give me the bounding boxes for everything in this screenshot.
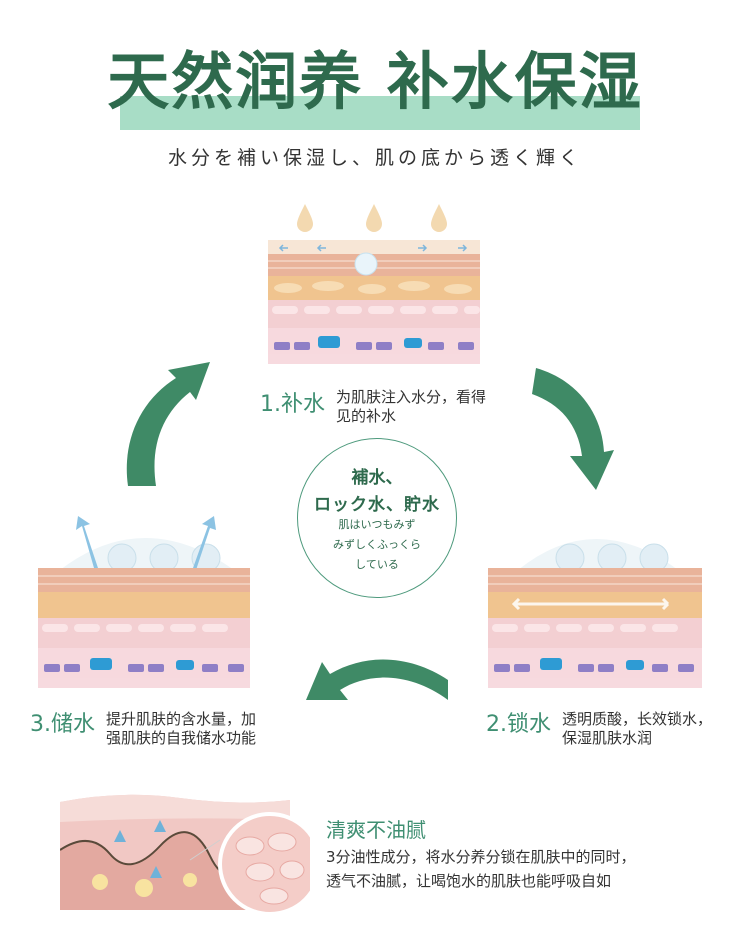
skin-panel-lock bbox=[488, 518, 702, 690]
step3-desc-line1: 提升肌肤的含水量，加 bbox=[106, 710, 257, 728]
page-title: 天然润养 补水保湿 bbox=[107, 45, 643, 118]
step2-description: 透明质酸，长效锁水， 保湿肌肤水润 bbox=[562, 710, 742, 748]
bottom-title: 清爽不油腻 bbox=[326, 818, 426, 842]
step3-desc-line2: 强肌肤的自我储水功能 bbox=[106, 729, 257, 747]
center-line1: 補水、 bbox=[351, 468, 403, 488]
title-highlight-band bbox=[120, 96, 640, 130]
step1-description: 为肌肤注入水分，看得 见的补水 bbox=[336, 388, 536, 426]
cycle-arrow-right-icon bbox=[532, 368, 614, 490]
water-droplet-icon bbox=[297, 204, 447, 232]
center-line5: している bbox=[355, 558, 399, 571]
cycle-arrow-bottom-icon bbox=[306, 659, 448, 700]
center-line2: ロック水、貯水 bbox=[314, 495, 440, 515]
step1-desc-line2: 见的补水 bbox=[336, 407, 397, 425]
page-subtitle: 水分を補い保湿し、肌の底から透く輝く bbox=[167, 147, 582, 169]
step2-number: 2.锁水 bbox=[486, 712, 551, 737]
step1-desc-line1: 为肌肤注入水分，看得 bbox=[336, 388, 487, 406]
step2-desc-line2: 保湿肌肤水润 bbox=[562, 729, 653, 747]
step1-number: 1.补水 bbox=[260, 392, 325, 417]
center-line3: 肌はいつもみず bbox=[338, 518, 416, 531]
step3-description: 提升肌肤的含水量，加 强肌肤的自我储水功能 bbox=[106, 710, 296, 748]
skin-panel-hydrate bbox=[268, 196, 480, 366]
center-line4: みずしくふっくら bbox=[333, 538, 421, 551]
bottom-desc-line2: 透气不油腻，让喝饱水的肌肤也能呼吸自如 bbox=[326, 872, 612, 890]
bottom-desc-line1: 3分油性成分，将水分养分锁在肌肤中的同时， bbox=[326, 848, 636, 866]
skin-panel-store bbox=[38, 512, 250, 690]
step3-number: 3.储水 bbox=[30, 712, 95, 737]
upward-arrow-icon bbox=[76, 516, 216, 582]
center-summary-circle: 補水、 ロック水、貯水 肌はいつもみず みずしくふっくら している bbox=[297, 438, 457, 598]
skin-closeup-illustration bbox=[60, 790, 310, 920]
cycle-arrow-left-icon bbox=[126, 362, 210, 486]
step2-desc-line1: 透明质酸，长效锁水， bbox=[562, 710, 713, 728]
water-particle-icon bbox=[114, 820, 166, 878]
